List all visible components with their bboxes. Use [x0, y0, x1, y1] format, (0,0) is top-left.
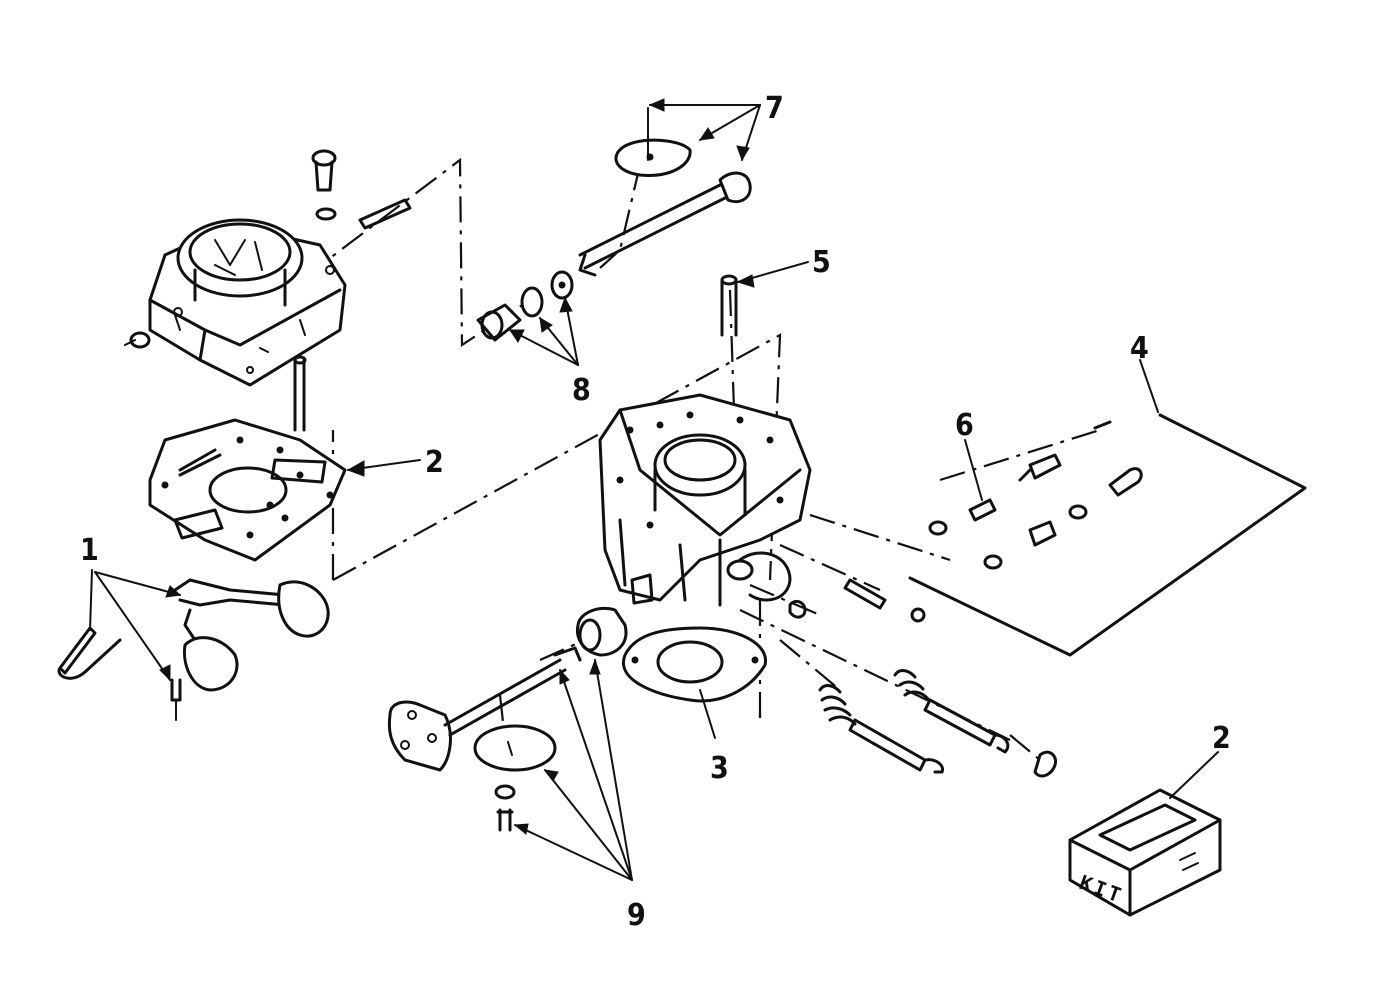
callout-1: 1	[80, 533, 99, 568]
carburetor-main-body	[598, 393, 812, 607]
callout-7: 7	[765, 91, 784, 126]
callout-numbers: 1 2 2 3 4 5 6 7 8 9	[80, 91, 1231, 933]
pivot-pin	[720, 274, 738, 337]
callout-2-kit: 2	[1212, 721, 1231, 756]
callout-9: 9	[627, 898, 646, 933]
mixture-screws	[788, 578, 1058, 778]
kit-box: KIT	[1068, 788, 1222, 917]
arrow-heads	[159, 98, 755, 835]
cover-gasket	[148, 418, 347, 562]
callout-8: 8	[572, 373, 591, 408]
callout-2-gasket: 2	[425, 445, 444, 480]
callout-5: 5	[812, 245, 831, 280]
repair-kit-parts	[908, 413, 1307, 657]
callout-4: 4	[1130, 331, 1149, 366]
vertical-pin	[293, 355, 307, 432]
callout-3: 3	[710, 751, 729, 786]
choke-parts	[476, 270, 574, 342]
air-horn-cover	[148, 218, 347, 387]
cover-screw	[311, 149, 337, 221]
dowel-rod	[358, 198, 412, 230]
base-gasket	[621, 626, 767, 703]
pump-rod-assembly	[387, 606, 628, 832]
callout-6: 6	[955, 408, 974, 443]
float-assembly	[57, 578, 330, 721]
choke-plate-shaft	[578, 107, 752, 277]
side-washer	[124, 331, 151, 349]
